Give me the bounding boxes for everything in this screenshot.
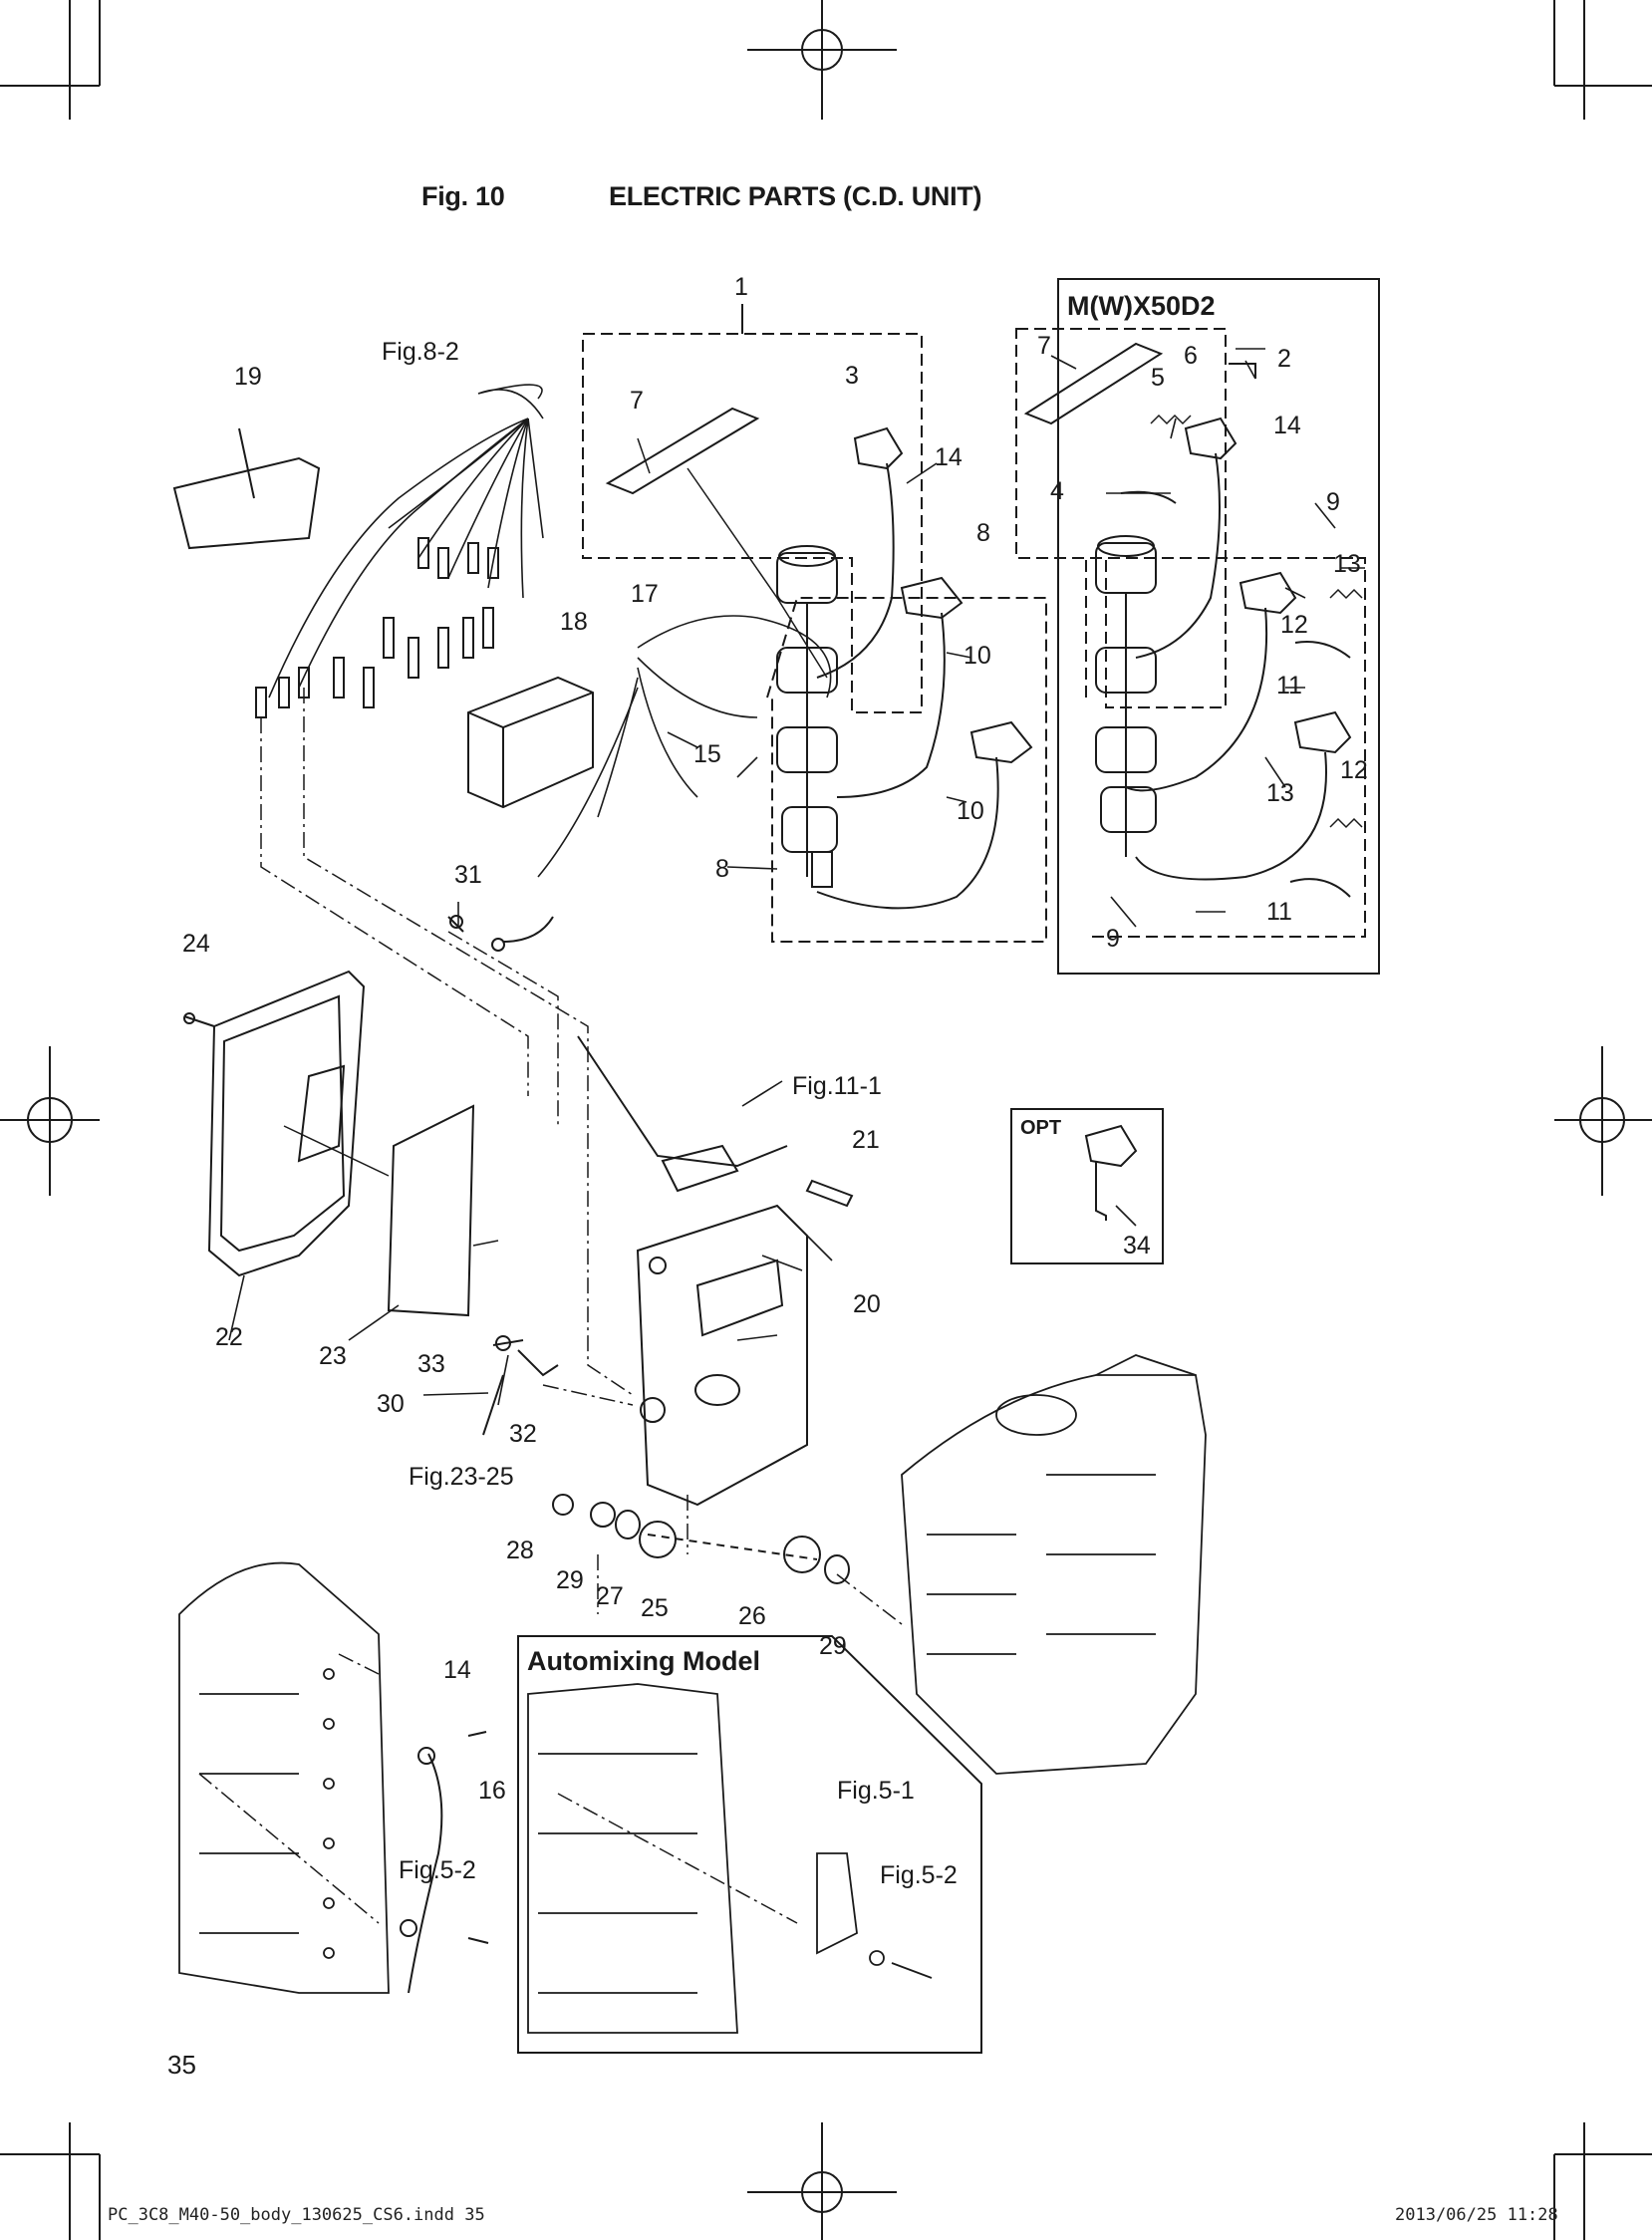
callout-16: 16 <box>478 1777 506 1805</box>
callout-29: 29 <box>556 1566 584 1594</box>
callout-9-lower: 9 <box>1106 925 1120 953</box>
ref-fig-11-1: Fig.11-1 <box>792 1072 882 1100</box>
page-number: 35 <box>167 2050 196 2080</box>
opt-box-title: OPT <box>1020 1117 1062 1139</box>
ref-fig-5-2-automixing: Fig.5-2 <box>880 1861 958 1889</box>
page-title: ELECTRIC PARTS (C.D. UNIT) <box>609 181 982 211</box>
callout-14-model: 14 <box>1273 412 1301 439</box>
callout-7-model: 7 <box>1037 332 1051 360</box>
ref-fig-23-25: Fig.23-25 <box>409 1463 514 1491</box>
callout-19: 19 <box>234 363 262 391</box>
callout-14: 14 <box>935 443 963 471</box>
ignition-coil-stack-left <box>776 545 838 888</box>
callout-14-ground: 14 <box>443 1656 471 1684</box>
callout-29-right: 29 <box>819 1632 847 1660</box>
callout-24: 24 <box>182 930 210 958</box>
automixing-box <box>517 1635 982 2054</box>
footer-timestamp: 2013/06/25 11:28 <box>1395 2205 1558 2225</box>
callout-27: 27 <box>596 1582 624 1610</box>
ref-fig-8-2: Fig.8-2 <box>382 338 459 366</box>
leader-lines <box>228 348 1365 1406</box>
plug-cap-13a <box>1239 571 1297 615</box>
hardware-25-29 <box>552 1494 850 1584</box>
callout-8-lower: 8 <box>715 855 729 883</box>
engine-block-left <box>178 1561 390 1994</box>
callout-28: 28 <box>506 1537 534 1564</box>
engine-block-right <box>901 1354 1207 1775</box>
ref-fig-5-1: Fig.5-1 <box>837 1777 915 1805</box>
callout-13: 13 <box>1333 550 1361 578</box>
callout-34: 34 <box>1123 1232 1151 1260</box>
callout-2: 2 <box>1277 345 1291 373</box>
cover-22 <box>207 970 366 1277</box>
assembly-1-outline <box>582 304 923 713</box>
crop-marks-bottom <box>0 2122 1652 2240</box>
assembly-8-outline <box>766 597 1047 943</box>
callout-11: 11 <box>1276 672 1302 700</box>
callout-17: 17 <box>631 580 659 608</box>
crop-marks-middle <box>0 1046 1652 1196</box>
callout-13-lower: 13 <box>1266 779 1294 807</box>
model-box-title: M(W)X50D2 <box>1067 291 1216 321</box>
callout-9: 9 <box>1326 488 1340 516</box>
cd-unit-18 <box>467 676 594 809</box>
callout-10-lower: 10 <box>957 797 984 825</box>
plug-cap-10b <box>816 720 1033 910</box>
label-7-right <box>1023 342 1164 425</box>
wire-harness <box>268 384 832 878</box>
callout-30: 30 <box>377 1390 405 1418</box>
callout-12-lower: 12 <box>1340 756 1368 784</box>
opt-box <box>1010 1108 1164 1264</box>
figure-number: Fig. 10 <box>421 181 505 211</box>
callout-4: 4 <box>1050 477 1064 505</box>
engine-block-automixing <box>527 1683 933 2034</box>
callout-31: 31 <box>454 861 482 889</box>
callout-33: 33 <box>417 1350 445 1378</box>
routing-lines <box>198 688 903 1924</box>
plug-cap-10a <box>836 576 964 798</box>
callout-5: 5 <box>1151 364 1165 392</box>
callout-25: 25 <box>641 1594 669 1622</box>
callout-26: 26 <box>738 1602 766 1630</box>
callout-21: 21 <box>852 1126 880 1154</box>
callout-8: 8 <box>976 519 990 547</box>
crop-marks-top <box>0 0 1652 120</box>
opt-plug-cap <box>1084 1124 1138 1168</box>
callout-10: 10 <box>964 642 991 670</box>
hardware-30-33 <box>447 915 559 1436</box>
callout-1: 1 <box>734 273 748 301</box>
callout-15: 15 <box>693 740 721 768</box>
connectors <box>255 537 499 718</box>
ignition-coil-stack-right <box>1095 535 1157 857</box>
callout-32: 32 <box>509 1420 537 1448</box>
springs <box>1150 414 1363 829</box>
plug-cap-13b <box>1293 710 1352 754</box>
automixing-box-title: Automixing Model <box>527 1646 760 1676</box>
fuse-21 <box>805 1179 854 1208</box>
callout-7: 7 <box>630 387 644 415</box>
callout-11-lower: 11 <box>1266 898 1292 926</box>
rectifier <box>661 1144 739 1193</box>
wire-clip-19 <box>172 456 321 550</box>
plug-cap-3 <box>816 426 904 679</box>
callout-23: 23 <box>319 1342 347 1370</box>
label-23 <box>387 1104 475 1317</box>
callout-12: 12 <box>1280 611 1308 639</box>
footer-filename: PC_3C8_M40-50_body_130625_CS6.indd 35 <box>108 2205 485 2225</box>
callout-18: 18 <box>560 608 588 636</box>
bracket-20 <box>636 1204 808 1507</box>
callout-3: 3 <box>845 362 859 390</box>
plug-cap-6 <box>1184 417 1238 460</box>
callout-20: 20 <box>853 1290 881 1318</box>
callout-6: 6 <box>1184 342 1198 370</box>
model-box <box>1057 278 1380 975</box>
callout-22: 22 <box>215 1323 243 1351</box>
ref-fig-5-2: Fig.5-2 <box>399 1856 476 1884</box>
